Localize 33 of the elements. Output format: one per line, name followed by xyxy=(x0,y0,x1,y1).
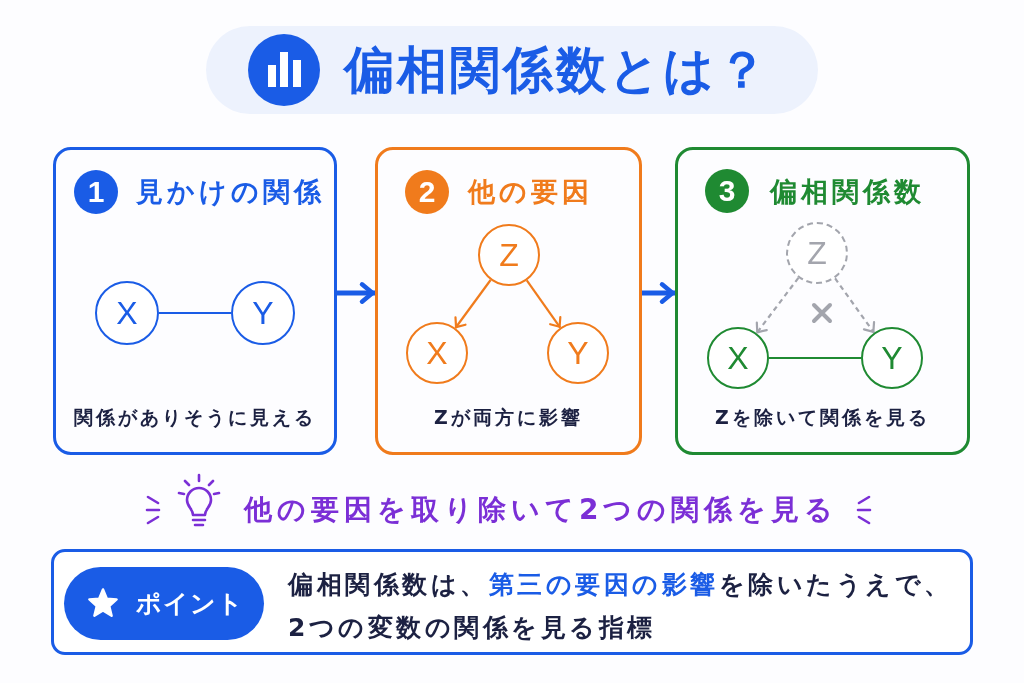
panel-heading: 偏相関係数 xyxy=(770,175,925,209)
arrow xyxy=(755,277,800,334)
variable-circle: Y xyxy=(861,327,923,389)
tip-text: 他の要因を取り除いて2つの関係を見る xyxy=(244,492,839,528)
point-box xyxy=(51,549,973,655)
panel-caption: 関係がありそうに見える xyxy=(74,405,316,430)
variable-circle: Y xyxy=(231,281,295,345)
step-number: 1 xyxy=(74,170,118,214)
panel-heading: 他の要因 xyxy=(468,175,593,209)
connector-line xyxy=(159,311,231,315)
panel-caption: Zを除いて関係を見る xyxy=(715,405,930,430)
arrow xyxy=(834,277,876,334)
panel-heading: 見かけの関係 xyxy=(136,175,325,209)
arrow xyxy=(337,282,375,304)
variable-circle: X xyxy=(95,281,159,345)
title-text: 偏相関係数とは？ xyxy=(344,40,770,100)
variable-circle: X xyxy=(707,327,769,389)
variable-circle: Z xyxy=(478,224,540,286)
arrow xyxy=(525,279,562,329)
arrow xyxy=(454,279,492,329)
step-number: 3 xyxy=(705,169,749,213)
tag-label: ポイント xyxy=(136,587,244,620)
connector-line xyxy=(769,356,861,360)
step-panel xyxy=(675,147,970,455)
arrow xyxy=(642,282,675,304)
variable-circle: X xyxy=(406,322,468,384)
step-number: 2 xyxy=(405,170,449,214)
dashed-variable-circle: Z xyxy=(786,222,848,284)
point-text: 偏相関係数は、第三の要因の影響を除いたうえで、2つの変数の関係を見る指標 xyxy=(288,569,954,644)
variable-circle: Y xyxy=(547,322,609,384)
step-panel xyxy=(375,147,642,455)
panel-caption: Zが両方に影響 xyxy=(434,405,583,430)
step-panel xyxy=(53,147,337,455)
